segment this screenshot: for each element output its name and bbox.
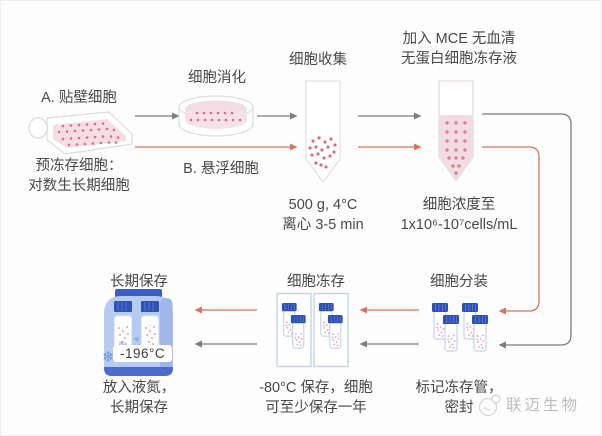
cryomedium-tube-icon — [438, 80, 474, 182]
logo-icon — [478, 394, 501, 417]
note-liquid-nitrogen-line1: 放入液氮， — [102, 380, 176, 396]
label-cell-collection: 细胞收集 — [289, 52, 347, 68]
note-concentration-line2: 1x10⁶-10⁷cells/mL — [400, 216, 518, 233]
note-pre-freeze-cells: 预冻存细胞： 对数生长期细胞 — [11, 157, 147, 196]
note-label-seal-line1: 标记冻存管， — [415, 380, 503, 396]
cryovials-icon — [431, 302, 489, 352]
label-cell-aliquot: 细胞分装 — [430, 274, 488, 290]
note-pre-freeze-line1: 预冻存细胞： — [35, 158, 123, 174]
collection-tube-icon — [305, 80, 341, 184]
connector-medium-to-aliquot-red — [482, 146, 540, 315]
note-cell-concentration: 细胞浓度至 1x10⁶-10⁷cells/mL — [391, 196, 527, 235]
label-cell-digestion: 细胞消化 — [188, 70, 246, 86]
freezer-boxes-icon — [276, 292, 349, 368]
note-label-seal-line2: 密封 — [444, 399, 474, 416]
note-liquid-nitrogen-line2: 长期保存 — [110, 399, 168, 416]
connector-medium-to-aliquot-gray — [482, 113, 572, 349]
note-minus80-line1: -80°C 保存，细胞 — [259, 380, 373, 396]
temperature-badge: ❄ ❄ -196°C — [102, 341, 173, 368]
label-longterm-storage: 长期保存 — [110, 274, 168, 290]
note-concentration-line1: 细胞浓度至 — [422, 197, 496, 213]
label-suspension-cells: B. 悬浮细胞 — [183, 161, 259, 177]
tank-temperature: -196°C — [113, 345, 173, 362]
note-pre-freeze-line2: 对数生长期细胞 — [28, 177, 130, 194]
snowflake-icon: ❄ — [102, 348, 115, 366]
note-centrifuge-line2: 离心 3-5 min — [282, 216, 364, 233]
petri-dish-icon — [178, 95, 254, 137]
note-liquid-nitrogen: 放入液氮， 长期保存 — [89, 379, 189, 418]
heading-line2: 无蛋白细胞冻存液 — [401, 50, 517, 67]
note-minus80-line2: 可至少保存一年 — [265, 399, 367, 416]
label-adherent-cells: A. 贴壁细胞 — [41, 90, 117, 106]
logo-text: 联迈生物 — [506, 397, 581, 414]
label-cell-freezing: 细胞冻存 — [287, 274, 345, 290]
heading-line1: 加入 MCE 无血清 — [402, 31, 516, 47]
note-centrifuge-line1: 500 g, 4°C — [288, 197, 358, 213]
flask-icon — [28, 111, 133, 155]
note-label-and-seal: 标记冻存管， 密封 — [406, 379, 512, 418]
brand-logo: 联迈生物 — [477, 393, 580, 415]
note-centrifuge: 500 g, 4°C 离心 3-5 min — [265, 196, 381, 235]
heading-freezing-medium: 加入 MCE 无血清 无蛋白细胞冻存液 — [384, 30, 534, 69]
note-minus80-storage: -80°C 保存，细胞 可至少保存一年 — [255, 379, 377, 418]
